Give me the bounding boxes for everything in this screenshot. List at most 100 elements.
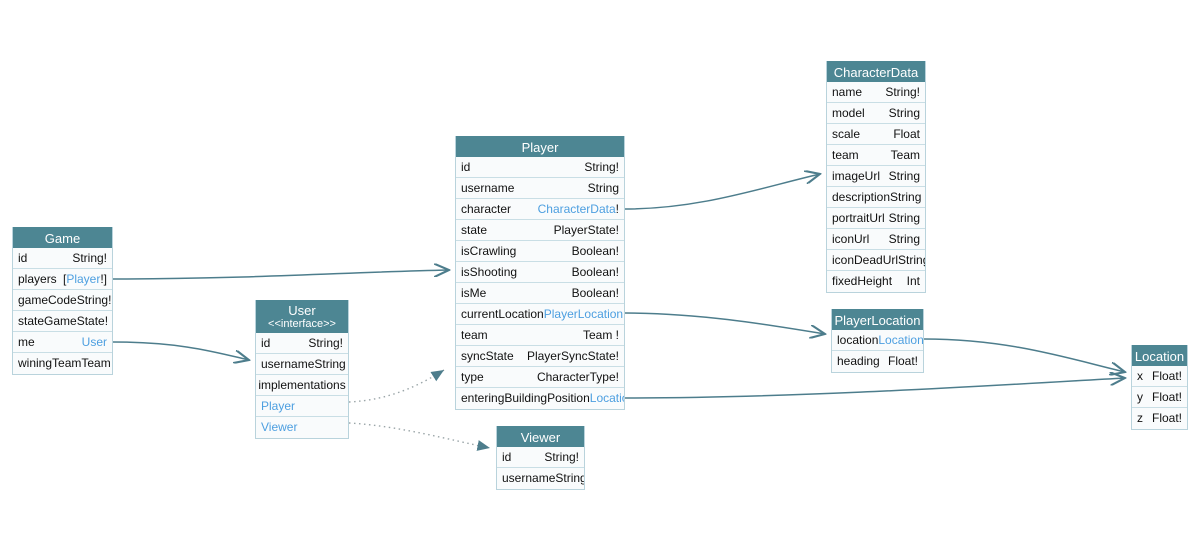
edge-playerlocation-location-to-location — [923, 338, 1125, 372]
field-name: Player — [261, 398, 296, 413]
edge-player-currentlocation-to-playerlocation — [624, 312, 825, 334]
field-type: String — [888, 210, 920, 225]
field-type: User — [81, 334, 107, 349]
field-name: location — [837, 332, 879, 347]
field-name: x — [1137, 368, 1143, 383]
field-type: String! — [308, 335, 343, 350]
entity-header-playerlocation: PlayerLocation — [832, 309, 923, 330]
field-type: String! — [885, 84, 920, 99]
field-name: y — [1137, 389, 1143, 404]
field-type: Boolean! — [571, 285, 619, 300]
field-name: portraitUrl — [832, 210, 885, 225]
field-type: String! — [584, 159, 619, 174]
field-name: fixedHeight — [832, 274, 893, 288]
field-name: username — [461, 180, 515, 195]
field-name: team — [461, 327, 488, 342]
field-type: GameState! — [44, 313, 109, 328]
field-type: Float! — [1151, 389, 1182, 404]
field-name: imageUrl — [832, 168, 881, 183]
field-type: Team — [890, 147, 920, 162]
field-name: id — [461, 159, 471, 174]
field-name: winingTeam — [18, 356, 82, 370]
field-name: id — [502, 449, 512, 464]
field-name: iconUrl — [832, 231, 870, 246]
implementation-link-viewer[interactable]: Viewer — [256, 417, 348, 438]
field-name: id — [261, 335, 271, 350]
implementation-link-player[interactable]: Player — [256, 396, 348, 417]
entity-playerlocation[interactable]: PlayerLocationlocationLocation!headingFl… — [831, 309, 924, 373]
field-type: String! — [544, 449, 579, 464]
field-name: enteringBuildingPosition — [461, 391, 590, 405]
field-type: Team — [81, 356, 111, 370]
field-type: [Player!] — [62, 271, 107, 286]
field-row[interactable]: enteringBuildingPositionLocation — [456, 388, 624, 409]
field-row: iconDeadUrlString — [827, 250, 925, 271]
field-name: isShooting — [461, 264, 518, 279]
field-row: y Float! — [1132, 387, 1187, 408]
field-name: name — [832, 84, 863, 99]
field-name: type — [461, 369, 484, 384]
field-name: isCrawling — [461, 243, 517, 258]
field-name: id — [18, 250, 28, 265]
field-type: Float! — [1151, 368, 1182, 383]
field-type: PlayerLocation! — [543, 306, 624, 321]
field-name: team — [832, 147, 859, 162]
field-type: String — [898, 252, 925, 267]
field-type: String! — [76, 292, 112, 307]
field-name: implementations — [258, 377, 346, 392]
field-type: String — [888, 105, 920, 120]
field-name: currentLocation — [461, 306, 544, 321]
entity-header-user: User<<interface>> — [256, 300, 348, 333]
field-type: Boolean! — [571, 264, 619, 279]
field-name: username — [502, 471, 556, 485]
field-name: username — [261, 356, 315, 371]
field-type: Int — [906, 274, 920, 288]
field-type: Float — [893, 126, 920, 141]
field-name: syncState — [461, 348, 514, 363]
field-name: me — [18, 334, 35, 349]
field-name: state — [18, 313, 45, 328]
field-type: String — [888, 231, 920, 246]
entity-header-viewer: Viewer — [497, 426, 584, 447]
edge-player-character-to-characterdata — [624, 174, 820, 210]
field-name: heading — [837, 354, 880, 368]
edge-player-enteringbuildingposition-to-location — [624, 378, 1125, 399]
field-row: implementations — [256, 375, 348, 396]
edge-user-implements-viewer — [348, 422, 491, 451]
edge-game-players-to-player — [112, 270, 449, 280]
field-row: id String! — [456, 157, 624, 178]
edge-game-me-to-user — [112, 341, 249, 360]
field-name: character — [461, 201, 512, 216]
field-row[interactable]: players[Player!] — [13, 269, 112, 290]
field-name: gameCode — [18, 292, 77, 307]
field-type: Team ! — [582, 327, 619, 342]
field-type: PlayerState! — [553, 222, 619, 237]
entity-header-player: Player — [456, 136, 624, 157]
field-row[interactable]: me User — [13, 332, 112, 353]
